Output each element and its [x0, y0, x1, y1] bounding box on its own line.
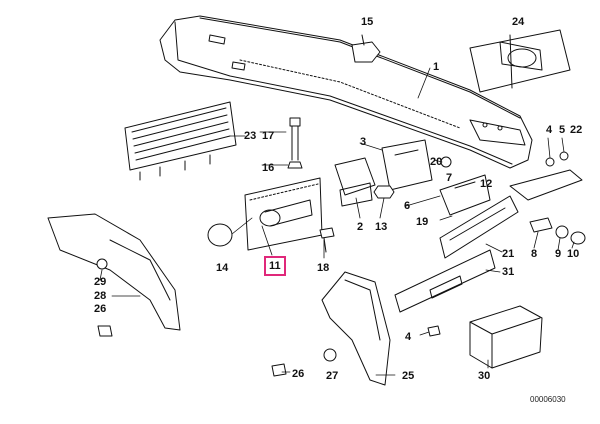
leader-lines: [99, 67, 575, 376]
callout-14: 14: [216, 262, 229, 274]
bracket-6: [439, 174, 491, 216]
callout-19: 19: [416, 216, 429, 228]
callout-12: 12: [480, 178, 493, 190]
mount-plate-11: [244, 177, 323, 251]
nut-27: [323, 348, 337, 362]
callout-17: 17: [262, 130, 275, 142]
screw-18: [319, 227, 335, 253]
nut-29: [96, 258, 108, 270]
grille-part: [124, 101, 237, 181]
mount-bracket: [469, 29, 571, 93]
callout-10: 10: [567, 248, 580, 260]
bolt-4-upper: [545, 157, 555, 167]
bumper-carrier: [159, 15, 533, 169]
trim-31: [394, 249, 496, 313]
trim-21: [439, 195, 519, 259]
callout-22: 22: [570, 124, 583, 136]
callout-1: 1: [433, 61, 440, 73]
callout-30: 30: [478, 370, 491, 382]
callout-4-upper: 4: [546, 124, 553, 136]
callout-2: 2: [357, 221, 364, 233]
nut-13: [373, 185, 395, 199]
callout-4-lower: 4: [405, 331, 412, 343]
bolt-8: [529, 217, 553, 233]
callout-6: 6: [404, 200, 411, 212]
callout-31: 31: [502, 266, 515, 278]
callout-21: 21: [502, 248, 515, 260]
callout-8: 8: [531, 248, 538, 260]
callout-18: 18: [317, 262, 330, 274]
callout-26-left: 26: [94, 303, 107, 315]
callout-29: 29: [94, 276, 107, 288]
callout-28: 28: [94, 290, 107, 302]
callout-11-highlighted: 11: [264, 256, 286, 276]
callout-15: 15: [361, 16, 374, 28]
callout-26-lower: 26: [292, 368, 305, 380]
callout-7: 7: [446, 172, 453, 184]
callout-20: 20: [430, 156, 443, 168]
nut-20: [440, 156, 452, 168]
nut-5: [559, 151, 569, 161]
bolt-17: [287, 117, 303, 169]
cover-25: [321, 271, 391, 386]
box-30: [469, 305, 543, 369]
cap-14: [207, 223, 233, 247]
clip-26-left: [97, 325, 113, 337]
clip-26-lower: [271, 363, 287, 377]
callout-3: 3: [360, 136, 367, 148]
callout-24: 24: [512, 16, 525, 28]
bracket-2: [334, 157, 376, 207]
side-panel-28: [47, 213, 181, 331]
cover-22: [509, 169, 583, 201]
clip-part: [351, 34, 381, 63]
callout-13: 13: [375, 221, 388, 233]
callout-5: 5: [559, 124, 566, 136]
callout-23: 23: [244, 130, 257, 142]
callout-16: 16: [262, 162, 275, 174]
callout-25: 25: [402, 370, 415, 382]
bracket-3: [381, 139, 433, 191]
screw-4-lower: [427, 325, 441, 337]
nut-9: [555, 225, 569, 239]
callout-9: 9: [555, 248, 562, 260]
callout-27: 27: [326, 370, 339, 382]
diagram-code: 00006030: [530, 395, 566, 404]
washer-10: [570, 231, 586, 245]
